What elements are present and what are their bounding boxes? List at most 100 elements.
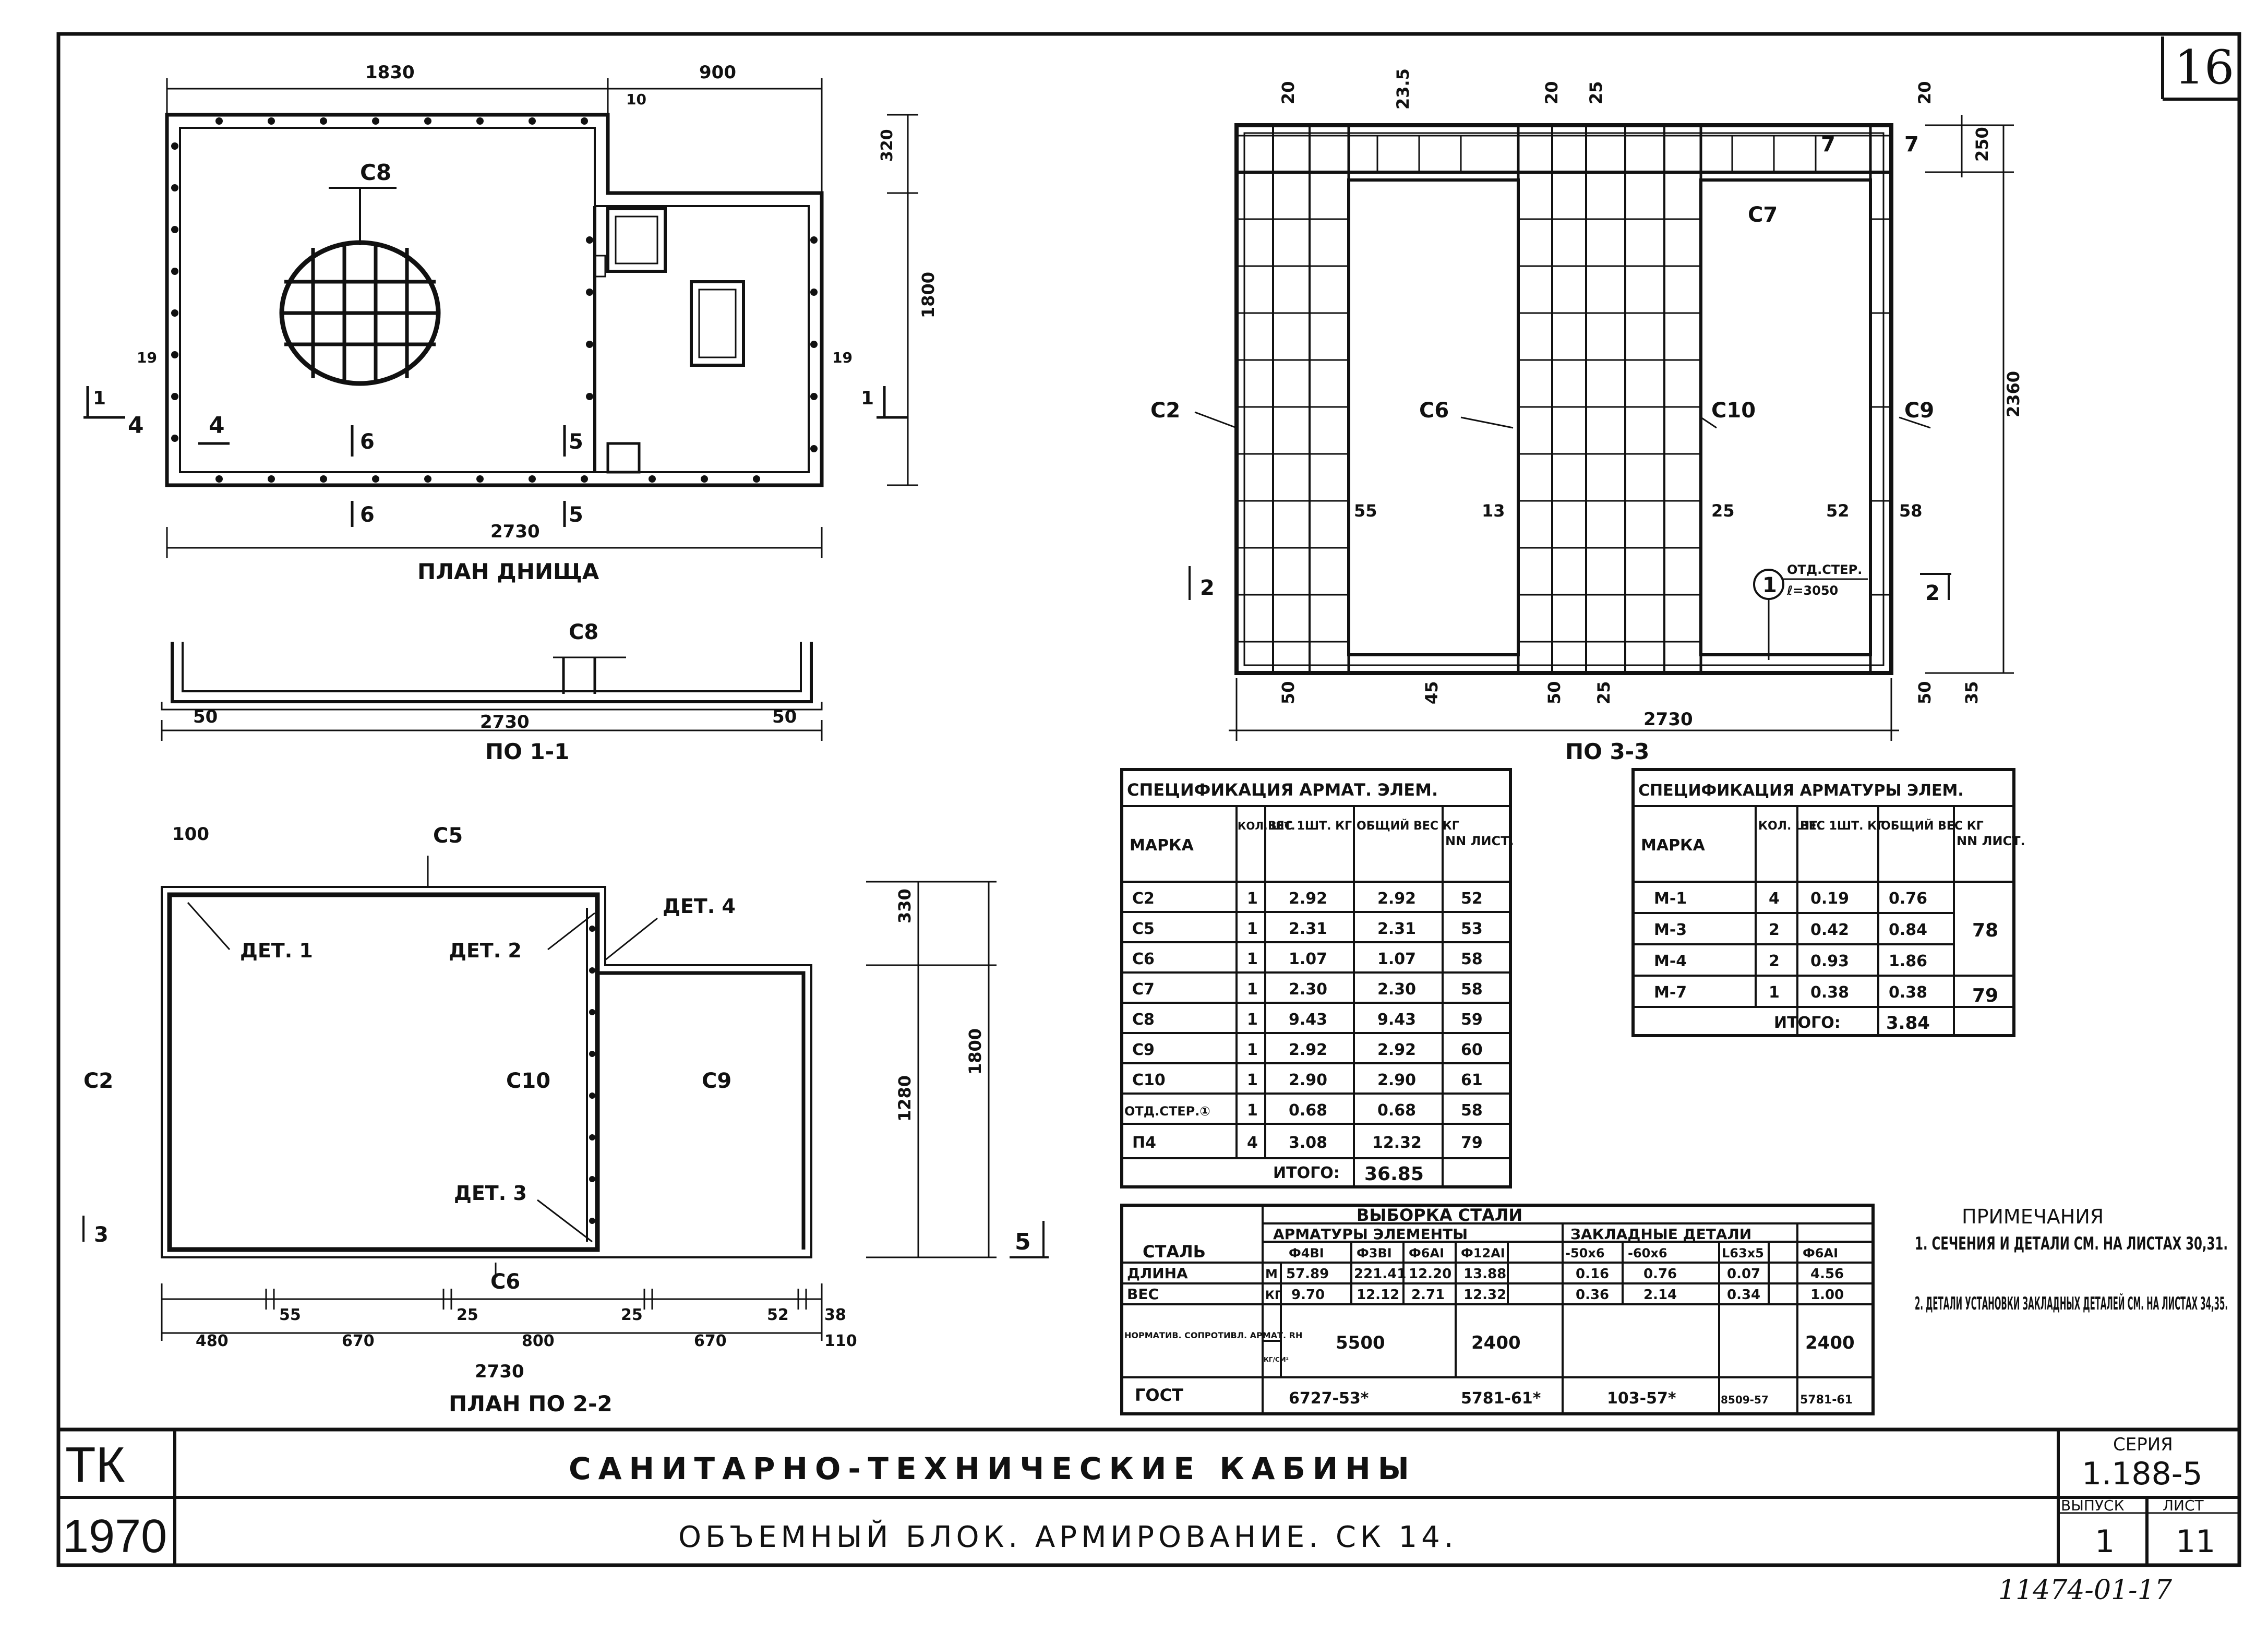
spec-pt-r0-wt: 0.76 — [1889, 890, 1927, 908]
steel-col-1: Ф3ВI — [1357, 1246, 1392, 1260]
steel-length-unit: М — [1265, 1267, 1278, 1281]
spec-el-r7-wt: 0.68 — [1377, 1101, 1416, 1120]
sec33-tdim-20c: 20 — [1915, 81, 1935, 104]
plan-2-2-c2: С2 — [83, 1069, 113, 1093]
sec33-bdim-50c: 50 — [1915, 681, 1935, 704]
spec-el-r7-sheet: 58 — [1461, 1101, 1483, 1120]
plan-2-2-det3: ДЕТ. 3 — [454, 1182, 527, 1205]
title-block — [56, 1427, 2241, 1567]
plan-2-2-c6: С6 — [490, 1270, 520, 1294]
spec-pt-h-sheet: NN ЛИСТ. — [1957, 834, 2025, 848]
spec-el-r5-wt: 2.92 — [1377, 1041, 1416, 1059]
sec33-c7: С7 — [1748, 203, 1778, 227]
spec-el-r0-w1: 2.92 — [1289, 890, 1327, 908]
sec33-mark7a: 7 — [1821, 133, 1835, 157]
spec-pt-r0-mark: М-1 — [1654, 890, 1687, 908]
steel-weight-label: ВЕС — [1127, 1286, 1159, 1303]
spec-el-r1-qty: 1 — [1247, 920, 1258, 938]
notes-title: ПРИМЕЧАНИЯ — [1962, 1205, 2104, 1228]
section-1-1-c8: С8 — [569, 620, 598, 644]
title-issue-value: 1 — [2095, 1523, 2115, 1560]
spec-el-h-sheet: NN ЛИСТ. — [1445, 834, 1514, 848]
spec-el-r0-sheet: 52 — [1461, 890, 1483, 908]
steel-gost-v1: 6727-53* — [1289, 1389, 1369, 1408]
spec-pt-r3-mark: М-7 — [1654, 983, 1687, 1002]
spec-el-r2-sheet: 58 — [1461, 950, 1483, 968]
sec33-c6: С6 — [1419, 399, 1449, 423]
plan-2-2-c9: С9 — [702, 1069, 731, 1093]
sec33-idim-58: 58 — [1899, 501, 1923, 521]
spec-pt-r0-sheet: 78 — [1972, 920, 1998, 941]
sec33-idim-13: 13 — [1482, 501, 1505, 521]
plan-2-2-c10: С10 — [506, 1069, 550, 1093]
notes: ПРИМЕЧАНИЯ 1. СЕЧЕНИЯ И ДЕТАЛИ СМ. НА ЛИ… — [1915, 1205, 2228, 1314]
plan-2-2-dim-330: 330 — [895, 888, 915, 923]
spec-pt-r1-wt: 0.84 — [1889, 921, 1927, 939]
steel-norm-v2: 2400 — [1471, 1332, 1521, 1353]
spec-pt-r3-sheet: 79 — [1972, 985, 1998, 1006]
spec-el-r6-qty: 1 — [1247, 1071, 1258, 1089]
spec-el-r3-w1: 2.30 — [1289, 980, 1327, 999]
dim-2730-plan: 2730 — [490, 521, 540, 542]
title-org: ТК — [65, 1437, 125, 1493]
plan-2-2-bdim-800: 800 — [522, 1332, 555, 1350]
sec33-otd: ОТД.СТЕР. — [1787, 562, 1862, 577]
cut-6b: 6 — [360, 503, 375, 527]
dim-10: 10 — [626, 91, 646, 108]
sec33-c9: С9 — [1904, 399, 1934, 423]
sec33-bdim-35: 35 — [1962, 681, 1982, 704]
steel-weight-0: 9.70 — [1291, 1287, 1325, 1303]
spec-pt-r0-w1: 0.19 — [1810, 890, 1849, 908]
spec-el-r4-qty: 1 — [1247, 1011, 1258, 1029]
plan-2-2-det4: ДЕТ. 4 — [663, 895, 736, 918]
plan-2-2 — [82, 856, 1049, 1341]
steel-col-first: СТАЛЬ — [1143, 1242, 1206, 1262]
spec-el-r6-mark: С10 — [1132, 1071, 1166, 1089]
section-1-1-dim-total: 2730 — [480, 712, 530, 733]
steel-gost-v4: 8509-57 — [1721, 1394, 1769, 1406]
steel-col-4: -50х6 — [1565, 1246, 1605, 1260]
spec-pt-h-mark: МАРКА — [1641, 836, 1706, 855]
steel-weight-2: 2.71 — [1411, 1287, 1445, 1303]
steel-weight-unit: КГ — [1265, 1289, 1282, 1302]
sec33-tdim-20a: 20 — [1278, 81, 1298, 104]
plan-bottom — [83, 78, 918, 558]
steel-length-2: 12.20 — [1409, 1266, 1451, 1282]
steel-length-1: 221.41 — [1354, 1266, 1406, 1282]
sec33-bdim-25: 25 — [1594, 681, 1614, 704]
sec33-idim-55: 55 — [1354, 501, 1377, 521]
spec-elements-title: СПЕЦИФИКАЦИЯ АРМАТ. ЭЛЕМ. — [1127, 780, 1438, 800]
spec-pt-total-value: 3.84 — [1886, 1013, 1930, 1034]
spec-el-r2-wt: 1.07 — [1377, 950, 1416, 968]
spec-el-r7-w1: 0.68 — [1289, 1101, 1327, 1120]
dim-19-right: 19 — [832, 349, 853, 366]
spec-el-total-label: ИТОГО: — [1273, 1164, 1340, 1182]
spec-el-r5-w1: 2.92 — [1289, 1041, 1327, 1059]
spec-pt-r3-w1: 0.38 — [1810, 983, 1849, 1002]
spec-pt-r1-w1: 0.42 — [1810, 921, 1849, 939]
spec-el-r2-qty: 1 — [1247, 950, 1258, 968]
steel-group1: АРМАТУРЫ ЭЛЕМЕНТЫ — [1273, 1226, 1468, 1243]
spec-el-r8-sheet: 79 — [1461, 1134, 1483, 1152]
spec-el-r8-mark: П4 — [1132, 1134, 1156, 1152]
cut-5a: 5 — [569, 430, 583, 454]
title-sub: ОБЪЕМНЫЙ БЛОК. АРМИРОВАНИЕ. СК 14. — [678, 1520, 1458, 1554]
spec-pt-r1-qty: 2 — [1769, 921, 1780, 939]
dim-1830: 1830 — [365, 62, 415, 83]
sec33-bdim-50b: 50 — [1544, 681, 1564, 704]
steel-gost-v3: 103-57* — [1607, 1389, 1676, 1408]
spec-pt-r0-qty: 4 — [1769, 890, 1780, 908]
section-1-1 — [161, 642, 823, 741]
spec-el-r5-sheet: 60 — [1461, 1041, 1483, 1059]
plan-2-2-bdim-25a: 25 — [457, 1306, 478, 1324]
spec-parts-table — [1631, 768, 2015, 1037]
spec-el-r5-qty: 1 — [1247, 1041, 1258, 1059]
steel-col-5: -60х6 — [1628, 1246, 1667, 1260]
section-1-1-dim-left: 50 — [193, 706, 218, 727]
plan-2-2-dim-1800: 1800 — [965, 1028, 985, 1075]
sec33-rdim-2360: 2360 — [2003, 371, 2023, 417]
sec33-cut2a: 2 — [1200, 576, 1215, 600]
sheet-number-box: 16 — [2161, 37, 2238, 101]
spec-el-r0-wt: 2.92 — [1377, 890, 1416, 908]
steel-weight-6: 0.34 — [1727, 1287, 1760, 1303]
